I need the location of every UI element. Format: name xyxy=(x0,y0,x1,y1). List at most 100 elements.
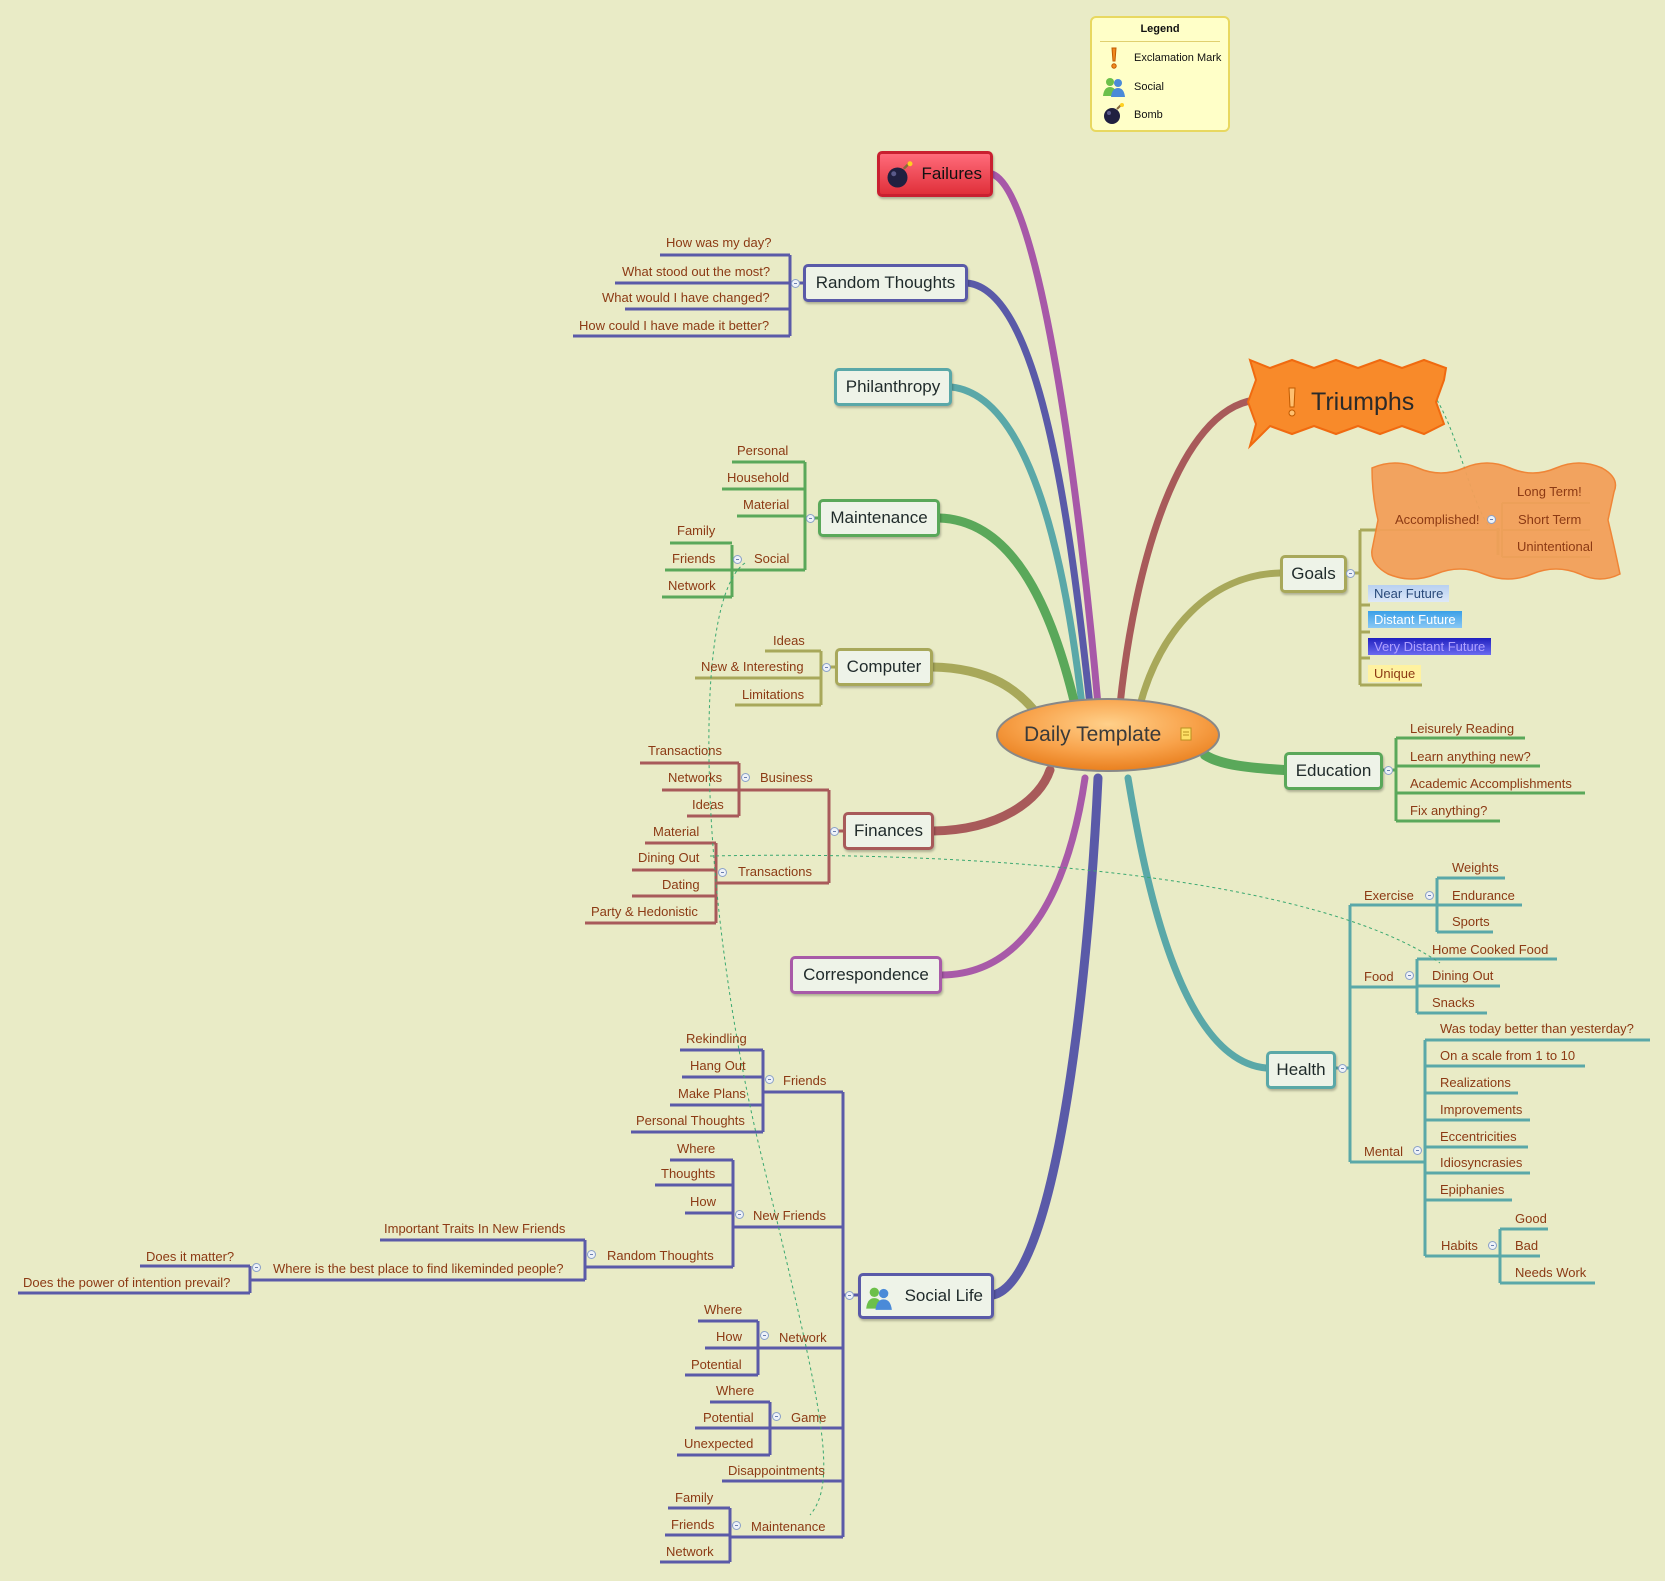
topic-finances[interactable]: Finances xyxy=(843,812,934,850)
random-thought-item[interactable]: How was my day? xyxy=(666,235,772,250)
collapse-toggle[interactable] xyxy=(845,1291,854,1300)
social-network-label[interactable]: Network xyxy=(779,1330,827,1345)
health-mental-label[interactable]: Mental xyxy=(1364,1144,1404,1159)
goals-accomplished-label[interactable]: Accomplished! xyxy=(1395,512,1480,527)
social-random-thoughts-subitem[interactable]: Does the power of intention prevail? xyxy=(23,1275,231,1290)
social-friends-label[interactable]: Friends xyxy=(783,1073,827,1088)
collapse-toggle[interactable] xyxy=(830,827,839,836)
goals-very-distant-future[interactable]: Very Distant Future xyxy=(1368,638,1492,655)
collapse-toggle[interactable] xyxy=(718,868,727,877)
collapse-toggle[interactable] xyxy=(791,279,800,288)
finances-business-item[interactable]: Ideas xyxy=(692,797,724,812)
topic-failures[interactable]: Failures xyxy=(877,151,993,197)
topic-health[interactable]: Health xyxy=(1266,1051,1336,1089)
social-network-item[interactable]: Potential xyxy=(691,1357,742,1372)
social-random-thoughts-subitem[interactable]: Does it matter? xyxy=(146,1249,235,1264)
social-friends-item[interactable]: Make Plans xyxy=(678,1086,746,1101)
health-exercise-label[interactable]: Exercise xyxy=(1364,888,1414,903)
social-game-item[interactable]: Unexpected xyxy=(684,1436,754,1451)
finances-transactions-item[interactable]: Dating xyxy=(662,877,700,892)
health-mental-item[interactable]: Eccentricities xyxy=(1440,1129,1517,1144)
social-friends-item[interactable]: Rekindling xyxy=(686,1031,747,1046)
collapse-toggle[interactable] xyxy=(587,1250,596,1259)
social-maintenance-label[interactable]: Maintenance xyxy=(751,1519,826,1534)
collapse-toggle[interactable] xyxy=(1338,1064,1347,1073)
collapse-toggle[interactable] xyxy=(252,1263,261,1272)
social-new-friends-item[interactable]: Where xyxy=(677,1141,716,1156)
health-mental-item[interactable]: Epiphanies xyxy=(1440,1182,1505,1197)
maintenance-social-item[interactable]: Network xyxy=(668,578,716,593)
goals-accomplished-item[interactable]: Long Term! xyxy=(1517,484,1582,499)
health-habits-item[interactable]: Needs Work xyxy=(1515,1265,1587,1280)
computer-item[interactable]: New & Interesting xyxy=(701,659,804,674)
goals-accomplished-item[interactable]: Unintentional xyxy=(1517,539,1593,554)
health-exercise-item[interactable]: Sports xyxy=(1452,914,1490,929)
collapse-toggle[interactable] xyxy=(741,773,750,782)
collapse-toggle[interactable] xyxy=(760,1331,769,1340)
social-maintenance-item[interactable]: Friends xyxy=(671,1517,715,1532)
collapse-toggle[interactable] xyxy=(1346,569,1355,578)
health-habits-item[interactable]: Bad xyxy=(1515,1238,1539,1253)
finances-transactions-label[interactable]: Transactions xyxy=(738,864,812,879)
health-habits-item[interactable]: Good xyxy=(1515,1211,1547,1226)
social-new-friends-item[interactable]: Thoughts xyxy=(661,1166,716,1181)
collapse-toggle[interactable] xyxy=(806,514,815,523)
random-thought-item[interactable]: What stood out the most? xyxy=(622,264,771,279)
health-habits-label[interactable]: Habits xyxy=(1441,1238,1478,1253)
collapse-toggle[interactable] xyxy=(733,555,742,564)
topic-education[interactable]: Education xyxy=(1284,752,1383,790)
goals-distant-future[interactable]: Distant Future xyxy=(1368,611,1462,628)
health-mental-item[interactable]: Improvements xyxy=(1440,1102,1523,1117)
collapse-toggle[interactable] xyxy=(1487,515,1496,524)
topic-maintenance[interactable]: Maintenance xyxy=(818,499,940,537)
finances-business-item[interactable]: Networks xyxy=(668,770,723,785)
finances-transactions-item[interactable]: Material xyxy=(653,824,700,839)
computer-item[interactable]: Limitations xyxy=(742,687,805,702)
finances-transactions-item[interactable]: Dining Out xyxy=(638,850,700,865)
maintenance-social-label[interactable]: Social xyxy=(754,551,790,566)
central-topic-label[interactable]: Daily Template xyxy=(1024,723,1162,746)
social-new-friends-item[interactable]: How xyxy=(690,1194,717,1209)
topic-correspondence[interactable]: Correspondence xyxy=(790,956,942,994)
social-random-thoughts-label[interactable]: Random Thoughts xyxy=(607,1248,714,1263)
maintenance-item[interactable]: Household xyxy=(727,470,790,485)
computer-item[interactable]: Ideas xyxy=(773,633,805,648)
social-game-item[interactable]: Potential xyxy=(703,1410,754,1425)
social-game-label[interactable]: Game xyxy=(791,1410,827,1425)
social-network-item[interactable]: Where xyxy=(704,1302,743,1317)
maintenance-item[interactable]: Personal xyxy=(737,443,789,458)
collapse-toggle[interactable] xyxy=(822,663,831,672)
social-friends-item[interactable]: Hang Out xyxy=(690,1058,746,1073)
health-mental-item[interactable]: Was today better than yesterday? xyxy=(1440,1021,1634,1036)
education-item[interactable]: Learn anything new? xyxy=(1410,749,1531,764)
finances-business-label[interactable]: Business xyxy=(760,770,813,785)
social-maintenance-item[interactable]: Family xyxy=(675,1490,714,1505)
social-random-thoughts-item[interactable]: Where is the best place to find likemind… xyxy=(273,1261,564,1276)
health-food-label[interactable]: Food xyxy=(1364,969,1394,984)
health-exercise-item[interactable]: Weights xyxy=(1452,860,1499,875)
goals-accomplished-item[interactable]: Short Term xyxy=(1518,512,1582,527)
social-new-friends-label[interactable]: New Friends xyxy=(753,1208,826,1223)
goals-unique[interactable]: Unique xyxy=(1368,665,1422,682)
maintenance-social-item[interactable]: Family xyxy=(677,523,716,538)
health-exercise-item[interactable]: Endurance xyxy=(1452,888,1515,903)
collapse-toggle[interactable] xyxy=(1405,971,1414,980)
maintenance-item[interactable]: Material xyxy=(743,497,790,512)
topic-social-life[interactable]: Social Life xyxy=(858,1273,994,1319)
goals-near-future[interactable]: Near Future xyxy=(1368,585,1450,602)
collapse-toggle[interactable] xyxy=(735,1210,744,1219)
topic-random-thoughts[interactable]: Random Thoughts xyxy=(803,264,968,302)
social-random-thoughts-item[interactable]: Important Traits In New Friends xyxy=(384,1221,566,1236)
health-food-item[interactable]: Snacks xyxy=(1432,995,1475,1010)
collapse-toggle[interactable] xyxy=(1384,766,1393,775)
health-mental-item[interactable]: Idiosyncrasies xyxy=(1440,1155,1523,1170)
finances-transactions-item[interactable]: Party & Hedonistic xyxy=(591,904,698,919)
education-item[interactable]: Leisurely Reading xyxy=(1410,721,1515,736)
social-friends-item[interactable]: Personal Thoughts xyxy=(636,1113,745,1128)
health-food-item[interactable]: Home Cooked Food xyxy=(1432,942,1549,957)
health-food-item[interactable]: Dining Out xyxy=(1432,968,1494,983)
health-mental-item[interactable]: On a scale from 1 to 10 xyxy=(1440,1048,1576,1063)
collapse-toggle[interactable] xyxy=(1413,1146,1422,1155)
collapse-toggle[interactable] xyxy=(732,1521,741,1530)
social-maintenance-item[interactable]: Network xyxy=(666,1544,714,1559)
